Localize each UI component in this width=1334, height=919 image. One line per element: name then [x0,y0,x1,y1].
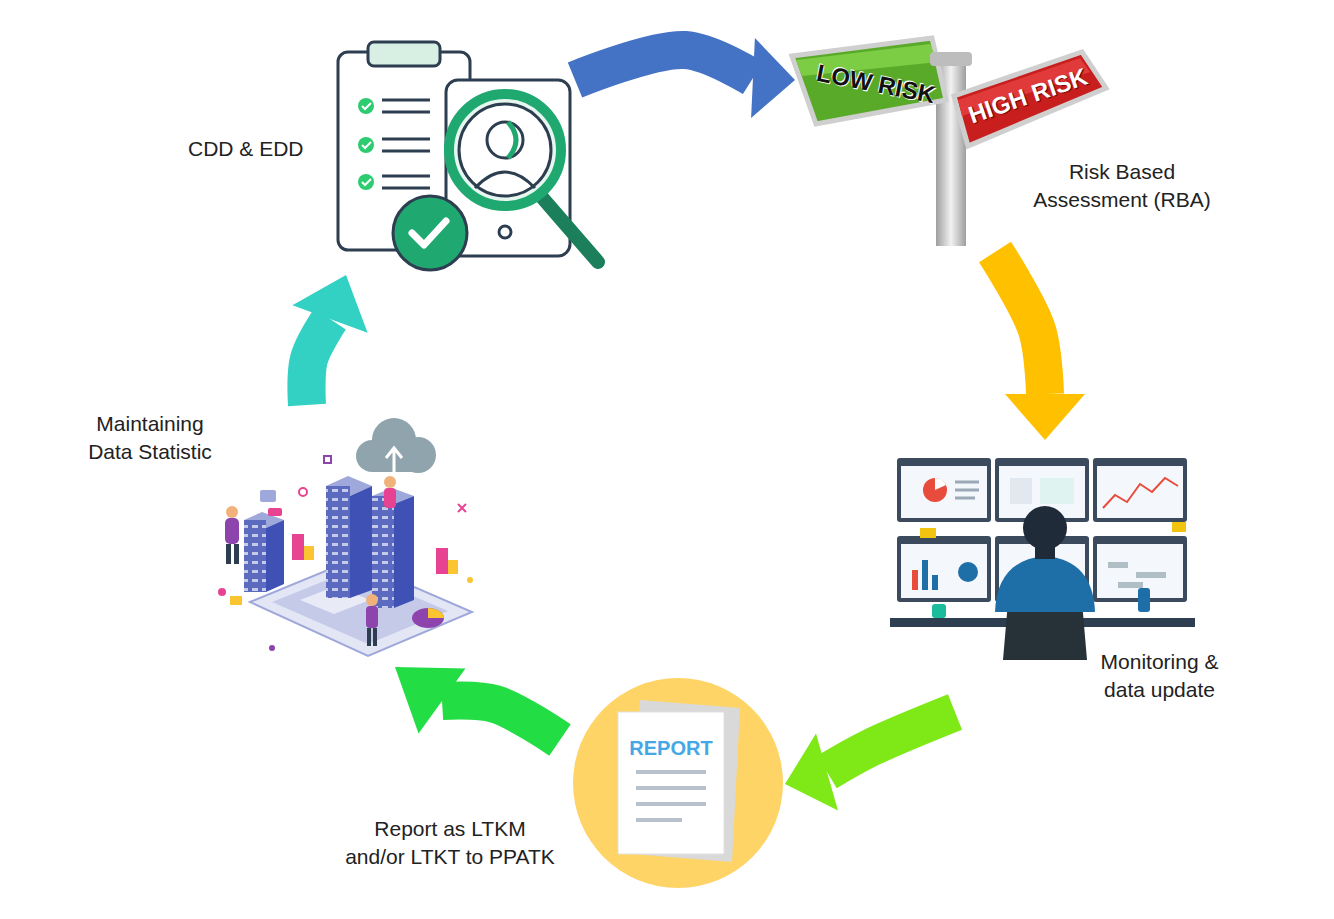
cycle-arrow [395,667,560,740]
arrow-shaft [827,712,955,772]
cycle-arrow [575,38,795,118]
arrow-head [395,667,465,733]
stage-region: CDD & EDD [180,40,575,275]
stage-label: Risk Based Assessment (RBA) [987,158,1257,215]
sign-text: LOW RISK [814,59,937,109]
report-title: REPORT [629,737,712,760]
arrow-shaft [995,252,1045,394]
magnifier-icon [449,94,598,262]
signpost-icon [792,38,1106,246]
cycle-arrow [995,252,1085,440]
stage-region: Monitoring & data update [885,440,1247,712]
arrow-shaft [575,50,753,80]
arrow-shaft [307,319,330,405]
arrow-shaft [442,701,560,740]
arrow-head [785,734,838,811]
sign-text: HIGH RISK [965,63,1091,130]
cycle-arrow [292,275,367,405]
arrow-head [292,275,367,333]
arrow-head [1005,394,1085,440]
stage-region: Risk Based Assessment (RBA) [795,30,1265,252]
arrow-head [751,38,795,118]
report-icon [573,678,783,888]
cycle-arrow [785,712,955,810]
stage-label: Maintaining Data Statistic [45,410,255,467]
monitoring-desk-icon [890,458,1195,660]
stage-region: Maintaining Data Statistic [45,405,490,667]
stage-region: Report as LTKM and/or LTKT to PPATK [325,740,785,890]
data-server-icon [218,418,473,656]
stage-label: Monitoring & data update [1077,648,1242,705]
check-badge [393,196,467,270]
stage-label: Report as LTKM and/or LTKT to PPATK [325,815,575,872]
stage-label: CDD & EDD [188,135,338,163]
